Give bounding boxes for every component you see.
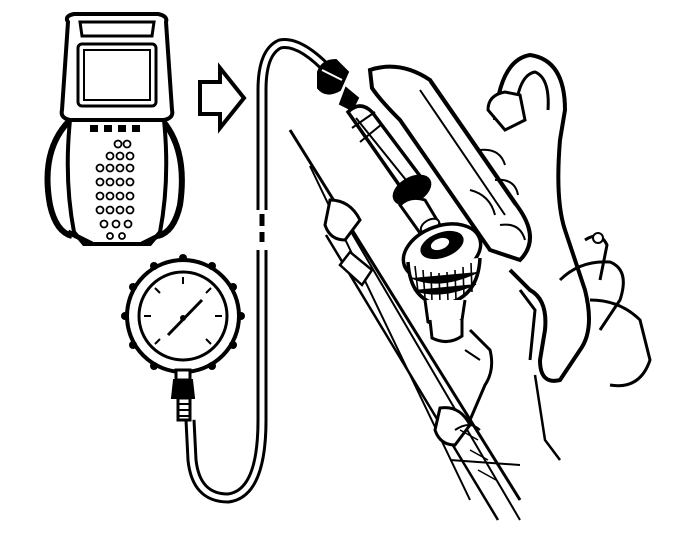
pressure-gauge-icon xyxy=(121,254,245,422)
gauge-hose xyxy=(184,38,335,504)
arrow-right-icon xyxy=(198,62,247,134)
fuel-pressure-test-port xyxy=(401,222,483,343)
fuel-rail xyxy=(288,52,652,521)
scan-tool-icon xyxy=(44,12,185,247)
